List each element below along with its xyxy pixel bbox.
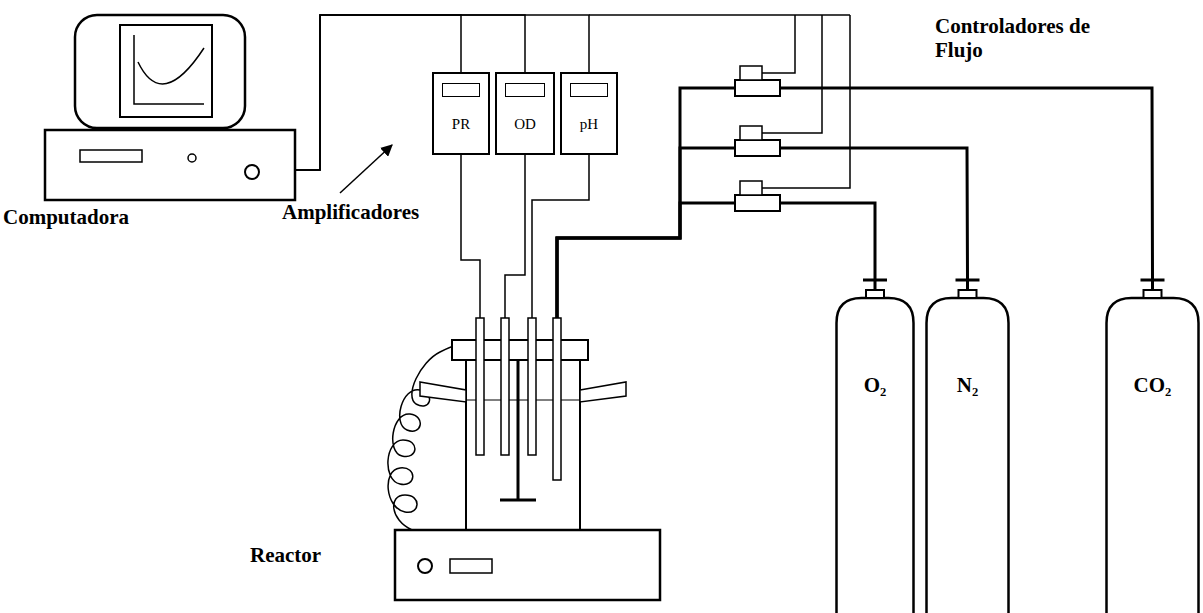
control-knob [418, 559, 432, 573]
group-label: Controladores de Flujo [935, 14, 1090, 62]
disk-slot [80, 150, 142, 162]
side-port [580, 382, 626, 402]
computer-unit: Computadora [45, 15, 295, 200]
amplifier-box: pH [560, 72, 618, 155]
gas-cylinder: O₂ [835, 278, 915, 613]
cylinder-valve [1141, 278, 1165, 290]
group-label: Amplificadores [282, 200, 502, 224]
cooling-coil [388, 345, 458, 530]
amplifier-box: PR [432, 72, 490, 155]
flow-controllers [735, 66, 780, 211]
probe-cable [505, 155, 525, 318]
device-label: Computadora [3, 205, 253, 229]
gas-tube [553, 318, 561, 480]
flow-controller [735, 140, 780, 156]
amplifier-label: pH [562, 116, 616, 133]
display-window [442, 83, 480, 97]
reactor-lid [452, 340, 588, 360]
probe-rod [528, 318, 536, 455]
gas-cylinder: N₂ [925, 278, 1010, 613]
monitor-case [75, 15, 245, 128]
indicator-light [188, 154, 196, 162]
cylinder-outline [925, 278, 1010, 613]
stir-plate [395, 530, 660, 600]
cylinder-body [927, 298, 1009, 613]
device-label: Reactor [250, 543, 515, 567]
signal-wire [762, 15, 795, 73]
plate-display [450, 559, 492, 573]
pointer-arrow [340, 145, 392, 193]
signal-wire [295, 15, 525, 170]
plot-axes [134, 35, 204, 104]
gas-label: N₂ [925, 373, 1010, 397]
reactor-unit: Reactor [395, 318, 660, 600]
signal-wire [762, 15, 822, 133]
cylinder-body [1107, 298, 1199, 613]
gas-label: O₂ [835, 373, 915, 397]
gas-label: CO₂ [1105, 373, 1200, 397]
amplifier-label: OD [497, 116, 553, 133]
cylinder-outline [1105, 278, 1200, 613]
plot-curve [138, 48, 204, 84]
cylinder-body [837, 298, 914, 613]
computer-illustration [45, 15, 295, 200]
gas-line [557, 88, 1153, 318]
controller-head [740, 66, 762, 80]
gas-cylinder: CO₂ [1105, 278, 1200, 613]
reactor-illustration [388, 318, 660, 600]
controller-head [740, 181, 762, 195]
side-port [420, 382, 466, 402]
cylinder-valve [863, 278, 887, 290]
amplifier-box: OD [495, 72, 555, 155]
cylinder-neck [1144, 290, 1162, 298]
probe-cable [461, 155, 480, 318]
display-window [505, 83, 545, 97]
gas-line [557, 203, 875, 318]
signal-wire [295, 15, 589, 170]
flow-controller [735, 80, 780, 96]
amplifier-label: PR [434, 116, 488, 133]
flow-controller [735, 195, 780, 211]
controller-head [740, 126, 762, 140]
cylinder-outline [835, 278, 915, 613]
computer-base [45, 130, 295, 200]
gas-line [557, 148, 968, 318]
probe-rod [476, 318, 484, 455]
power-button [245, 165, 259, 179]
display-window [570, 83, 608, 97]
cylinder-neck [866, 290, 884, 298]
monitor-screen [120, 25, 212, 117]
signal-wire [762, 15, 850, 188]
cylinder-neck [959, 290, 977, 298]
signal-bus [589, 14, 850, 16]
cylinder-valve [956, 278, 980, 290]
probe-rod [501, 318, 509, 455]
signal-wiring [589, 15, 850, 188]
